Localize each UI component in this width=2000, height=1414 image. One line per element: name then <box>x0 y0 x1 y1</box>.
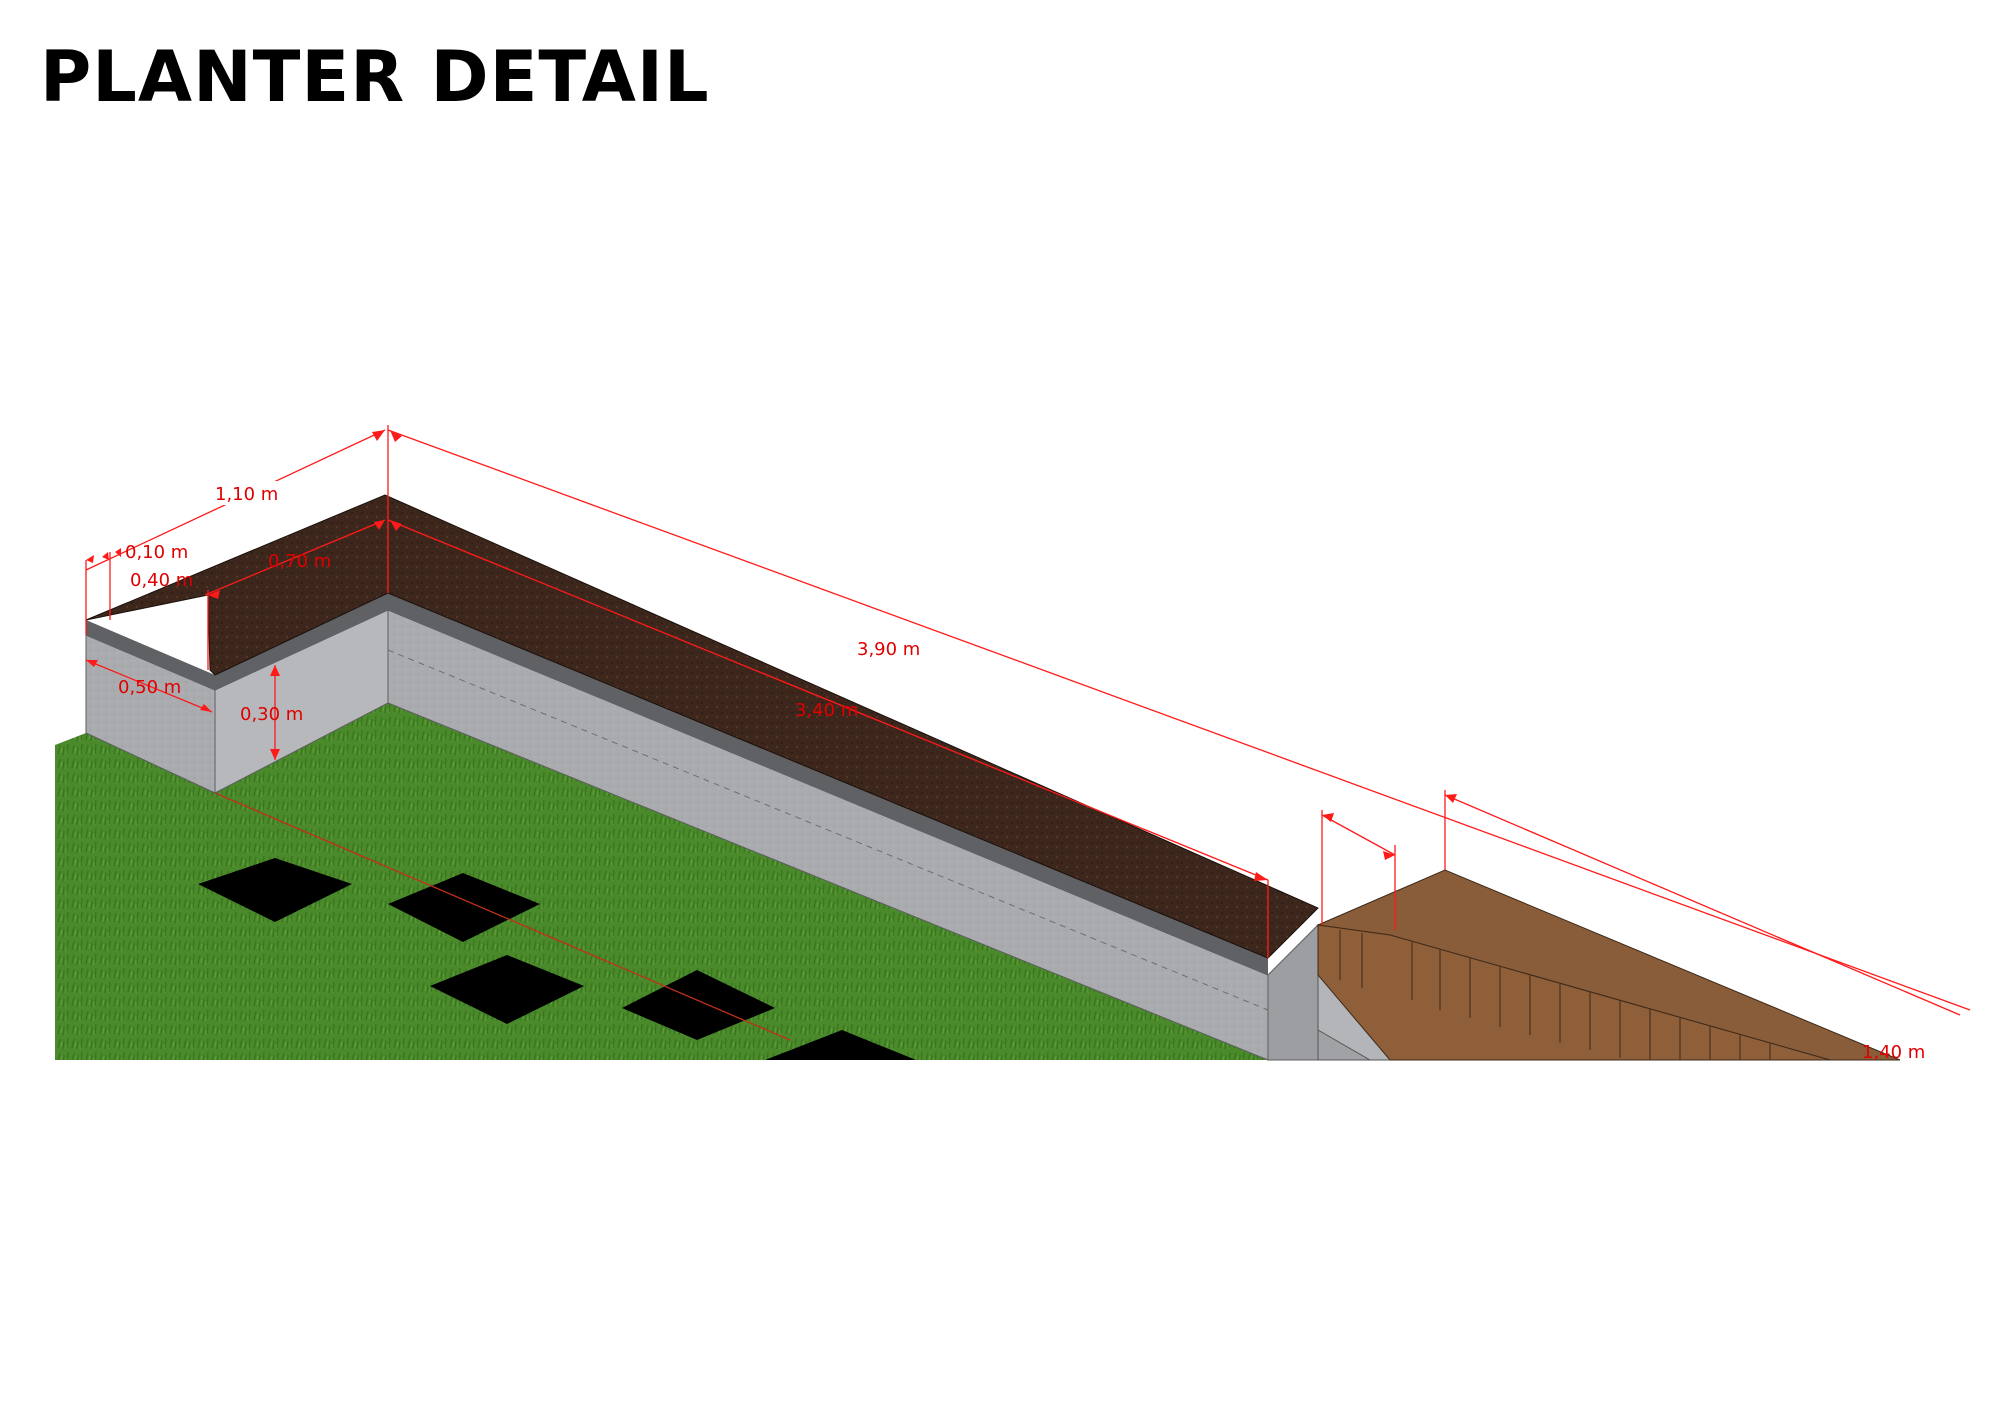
dim-line-0-50 <box>85 659 213 713</box>
dim-label-1-40: 1,40 m <box>1862 1042 1925 1063</box>
dim-label-0-70: 0,70 m <box>268 551 331 572</box>
page-title: PLANTER DETAIL <box>40 36 710 118</box>
paver <box>198 858 352 922</box>
paver <box>388 873 540 942</box>
dimension-arrows <box>86 430 1457 881</box>
dimension-labels: 1,10 m 0,10 m 0,40 m 0,70 m 0,50 m 0,30 … <box>118 481 1925 1063</box>
dim-label-0-30: 0,30 m <box>240 704 303 725</box>
dim-label-0-50: 0,50 m <box>118 677 181 698</box>
wall-hidden-edge <box>387 649 1269 1011</box>
wooden-bench <box>1316 869 1901 1061</box>
dim-label-0-40: 0,40 m <box>130 570 193 591</box>
stepping-pavers <box>198 858 916 1060</box>
bench-slats <box>1339 930 1771 1060</box>
dim-line-3-40 <box>387 519 1269 881</box>
dim-line-3-90 <box>387 429 1971 1011</box>
planter-walls <box>85 593 1319 1061</box>
paver <box>430 955 584 1024</box>
dim-label-3-40: 3,40 m <box>795 700 858 721</box>
paver-centerline <box>214 792 791 1041</box>
bench-wood-front <box>1317 924 1831 1061</box>
dim-label-3-90: 3,90 m <box>857 639 920 660</box>
dim-label-0-10: 0,10 m <box>125 542 188 563</box>
dimension-lines <box>85 425 1971 1041</box>
dim-line-bench-gap <box>1321 814 1396 856</box>
dim-label-1-10: 1,10 m <box>215 484 278 505</box>
dim-line-1-40 <box>1444 794 1961 1016</box>
dim-line-0-70 <box>204 519 386 596</box>
paver <box>765 1030 916 1060</box>
paver <box>622 970 775 1040</box>
